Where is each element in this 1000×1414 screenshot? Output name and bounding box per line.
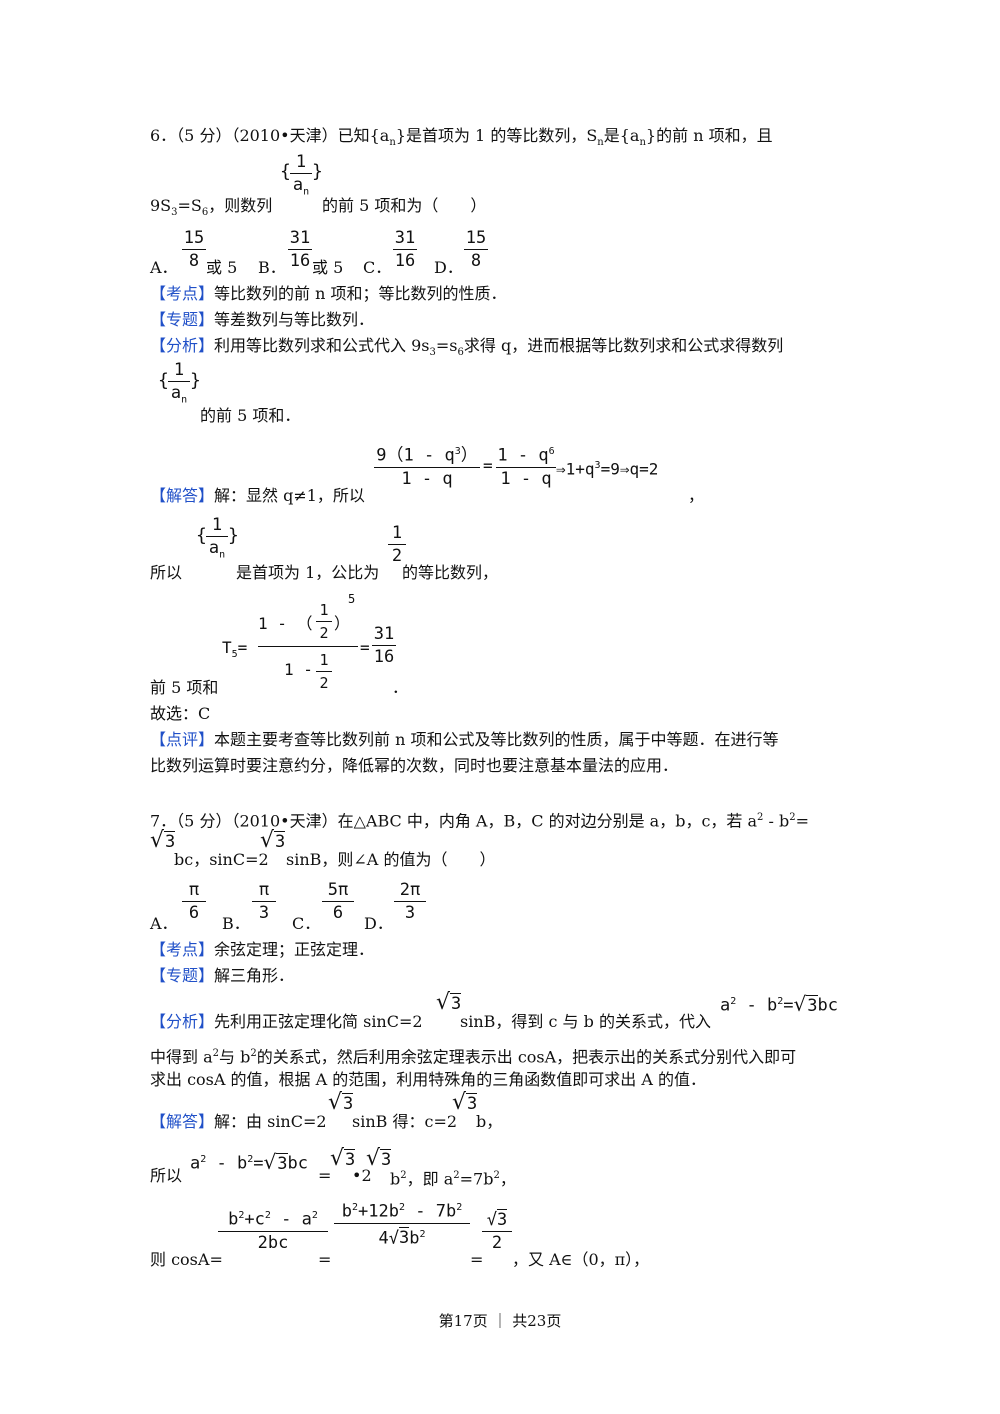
q7-option-b-label: B． [222,914,250,933]
q7-fenxi: 【分析】先利用正弦定理化简 sinC=2 [150,1012,423,1031]
q7-sqrt3-a: √3 [150,828,176,853]
q7-sqrt3-b: √3 [260,828,286,853]
q6-option-d-label: D． [434,258,463,277]
q6-stem-line2-end: 的前 5 项和为（ ） [322,196,487,215]
q6-suoyi: 所以 [150,563,183,582]
page-footer: 第17页 ｜ 共23页 [438,1312,562,1330]
q7-stem-line1: 7．（5 分）（2010•天津）在△ABC 中，内角 A，B，C 的对边分别是 … [150,811,810,831]
q6-fenxi-line2: 的前 5 项和． [200,406,301,425]
q6-zhuanti: 【专题】等差数列与等比数列． [150,310,375,329]
q6-kaodian: 【考点】等比数列的前 n 项和；等比数列的性质． [150,284,507,303]
q7-jieda-sqrt3-b: √3 [452,1090,478,1115]
q7-fenxi-line2: 中得到 a2与 b2的关系式，然后利用余弦定理表示出 cosA，把表示出的关系式… [150,1047,797,1067]
q6-suoyi-end: 的等比数列， [402,563,499,582]
q7-option-c-label: C． [292,914,321,933]
q7-zhuanti: 【专题】解三角形． [150,966,295,985]
q6-option-b-label: B． [258,258,286,277]
q7-cos-eq2: = [470,1250,484,1269]
q6-qian5-dot: ． [392,678,409,697]
q7-option-a-label: A． [150,914,178,933]
q7-cos-tail: ，又 A∈（0，π）， [512,1250,650,1269]
q6-eq1-lhs: 9（1 - q3）1 - q [374,442,480,489]
q6-fenxi: 【分析】利用等比数列求和公式代入 9s3=s6求得 q，进而根据等比数列求和公式… [150,336,784,359]
q6-stem-line2: 9S3=S6，则数列 [150,196,273,219]
q6-option-b-suffix: 或 5 [312,258,344,277]
q6-stem-line1: 6．（5 分）（2010•天津）已知{an}是首项为 1 的等比数列，Sn是{a… [150,126,773,149]
q7-suoyi-sqrt3-a: √3 [330,1146,356,1171]
q7-fenxi-line3: 求出 cosA 的值，根据 A 的范围，利用特殊角的三角函数值即可求出 A 的值… [150,1070,706,1089]
q6-t5-equals: = [360,638,370,657]
q7-fenxi-eq: a2 - b2=√3bc [720,991,838,1016]
q6-option-c-label: C． [363,258,392,277]
q7-option-d-label: D． [364,914,393,933]
q7-jieda: 【解答】解：由 sinC=2 [150,1112,327,1131]
q7-suoyi-end: b2，即 a2=7b2， [390,1169,516,1189]
q6-guxuan: 故选：C [150,704,211,723]
q7-jieda-b: sinB 得：c=2 [352,1112,458,1131]
q6-option-a-suffix: 或 5 [206,258,238,277]
q7-jieda-c: b， [476,1112,503,1131]
q6-eq1-equals: = [483,456,493,475]
q6-dianping-line2: 比数列运算时要注意约分，降低幂的次数，同时也要注意基本量法的应用． [150,756,679,775]
q7-fenxi-b: sinB，得到 c 与 b 的关系式，代入 [460,1012,711,1031]
q6-jieda-comma: ， [688,486,705,505]
q6-suoyi-mid: 是首项为 1，公比为 [236,563,380,582]
q7-jieda-sqrt3-a: √3 [328,1090,354,1115]
q6-eq1-tail: ⇒1+q3=9⇒q=2 [556,459,659,479]
q7-suoyi-dot2: •2 [352,1166,372,1185]
q7-fenxi-sqrt3: √3 [436,990,462,1015]
q7-stem-line2b: sinB，则∠A 的值为（ ） [286,850,496,869]
q7-suoyi-eq: a2 - b2=√3bc [190,1149,308,1174]
q6-option-a-label: A． [150,258,178,277]
q7-kaodian: 【考点】余弦定理；正弦定理． [150,940,375,959]
q6-jieda: 【解答】解：显然 q≠1，所以 [150,486,365,505]
q7-stem-line2a: bc，sinC=2 [174,850,269,869]
q7-cos-label: 则 cosA= [150,1250,223,1269]
q6-qian5: 前 5 项和 [150,678,219,697]
q7-cos-eq1: = [318,1250,332,1269]
q6-dianping: 【点评】本题主要考查等比数列前 n 项和公式及等比数列的性质，属于中等题．在进行… [150,730,779,749]
q7-cos-fraction-2: b2+12b2 - 7b2 4√3b2 [334,1198,470,1249]
q7-suoyi-equals: = [318,1166,332,1185]
q7-suoyi-sqrt3-b: √3 [366,1146,392,1171]
q6-t5-label: T5= [222,638,248,661]
q7-suoyi: 所以 [150,1166,183,1185]
